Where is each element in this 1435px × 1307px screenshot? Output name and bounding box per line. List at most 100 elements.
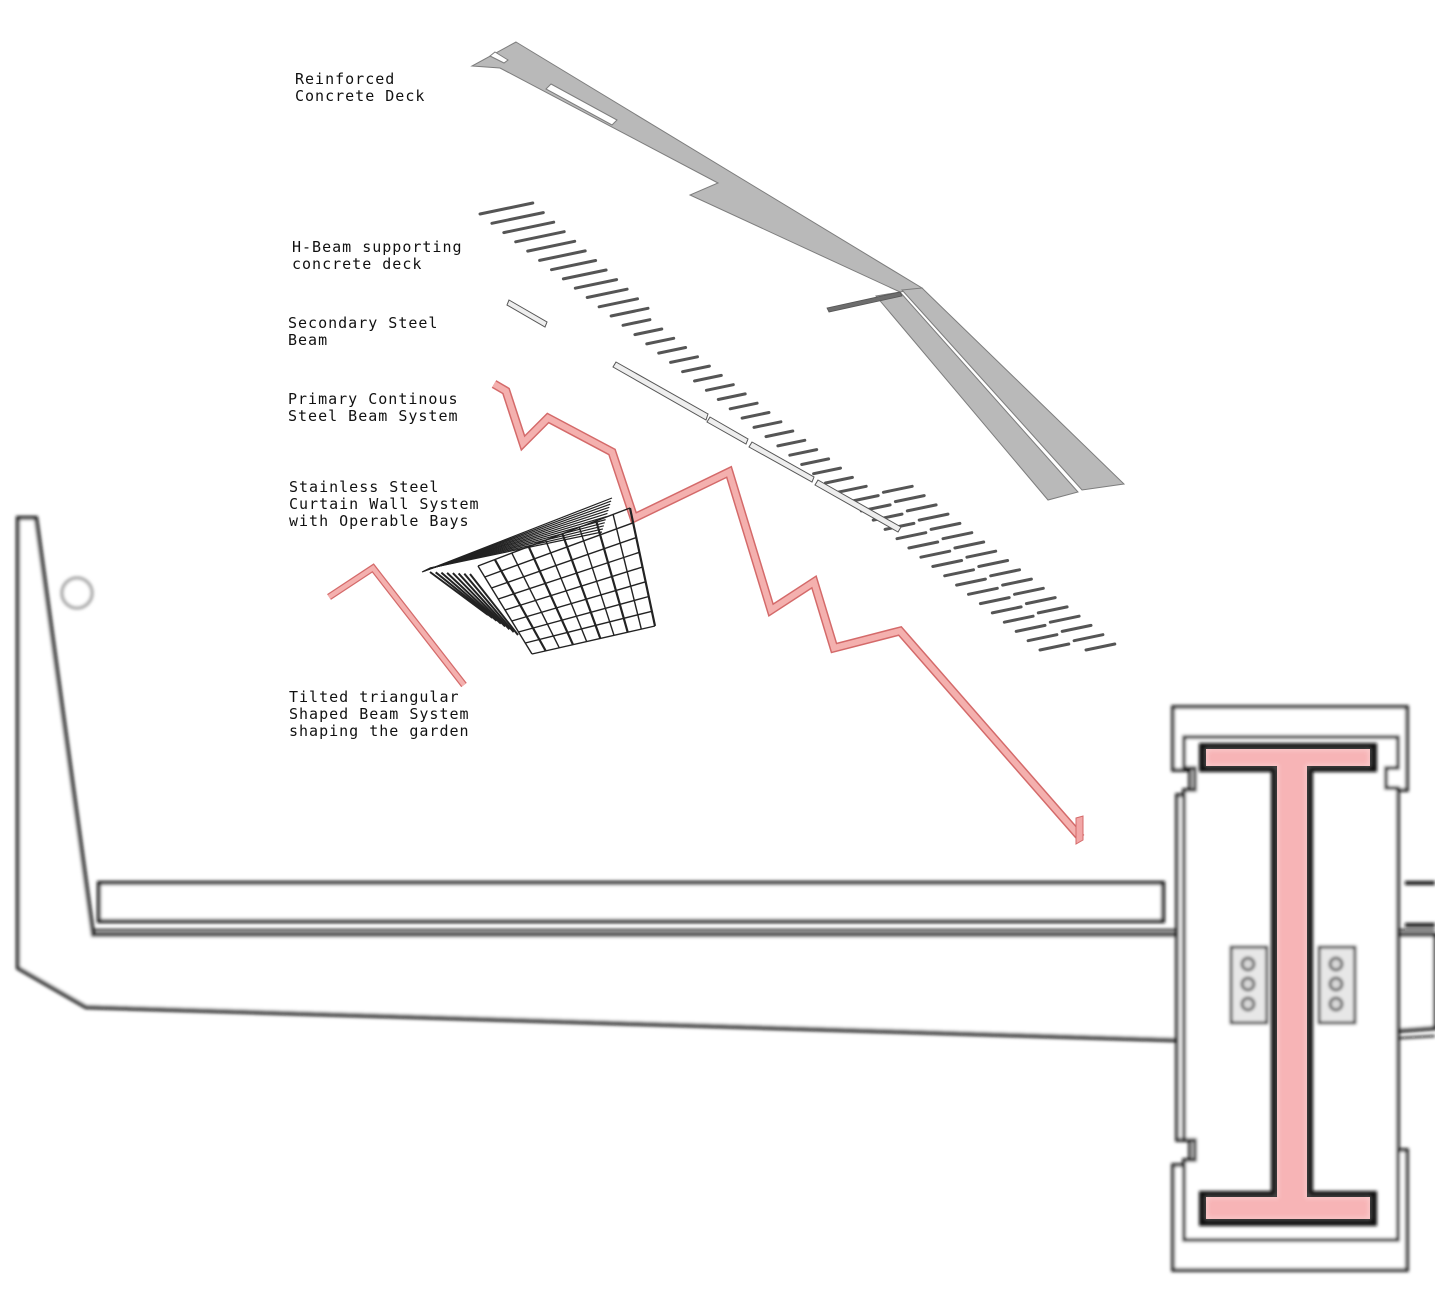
h-beam — [573, 278, 619, 290]
h-beam — [1026, 633, 1059, 643]
curtain-wall-member — [511, 581, 646, 622]
curtain-wall-system — [421, 497, 657, 655]
h-beam — [824, 475, 854, 485]
bolt — [1328, 976, 1344, 992]
primary-beam-zigzag — [491, 380, 1085, 841]
h-beam — [978, 596, 1011, 606]
primary-steel-beam — [491, 380, 1085, 845]
i-beam-highlight — [1205, 748, 1371, 1220]
h-beam — [776, 438, 807, 448]
bolt — [1328, 956, 1344, 972]
primary-beam-zigzag-fill — [492, 381, 1084, 840]
curtain-wall-member — [457, 572, 511, 630]
label-line: H-Beam supporting — [292, 238, 463, 256]
label-line: Primary Continous — [288, 390, 459, 408]
label-line: Tilted triangular — [289, 688, 460, 706]
curtain-wall-member — [531, 625, 656, 655]
h-beam — [597, 297, 639, 309]
h-beam — [669, 355, 699, 364]
h-beam — [1084, 642, 1117, 652]
curtain-wall-member — [446, 572, 502, 625]
bolt — [1240, 956, 1256, 972]
h-beam — [1002, 614, 1035, 624]
label-line: Steel Beam System — [288, 407, 459, 425]
concrete-deck — [470, 41, 1126, 501]
secondary-beam-seg-4 — [814, 479, 902, 533]
bolt — [1328, 996, 1344, 1012]
h-beam — [905, 503, 938, 513]
h-beam — [917, 512, 950, 522]
label-line: Stainless Steel — [289, 478, 440, 496]
h-beam — [989, 568, 1021, 578]
curtain-wall-member — [477, 507, 631, 567]
h-beam — [967, 586, 999, 596]
curtain-wall-member — [518, 595, 649, 633]
curtain-wall-member — [498, 551, 640, 600]
h-beam — [907, 540, 940, 550]
h-beam — [965, 549, 998, 559]
h-beam — [538, 249, 587, 262]
h-beam — [478, 201, 535, 216]
cantilever-inner-line — [34, 517, 95, 936]
secondary-beam-short — [506, 299, 548, 328]
h-beam — [704, 383, 735, 392]
h-beam — [514, 230, 566, 244]
h-beam — [764, 429, 795, 439]
concrete-deck-edge-beam — [826, 291, 903, 313]
h-beam — [1072, 633, 1105, 643]
curtain-wall-member — [435, 571, 493, 619]
h-beam — [1001, 577, 1033, 587]
h-beam — [716, 392, 747, 401]
label-line: shaping the garden — [289, 722, 470, 740]
h-beam — [526, 239, 577, 253]
i-beam-column-detail — [1171, 705, 1409, 1272]
h-beam — [1024, 596, 1057, 606]
bolt — [1240, 996, 1256, 1012]
h-beam — [977, 559, 1010, 568]
h-beam — [1013, 586, 1045, 596]
h-beam — [693, 373, 723, 383]
secondary-beam-seg-2 — [706, 416, 749, 445]
curtain-wall-member — [440, 571, 498, 622]
h-beam — [1014, 623, 1047, 633]
h-beam — [502, 220, 556, 235]
i-beam-body — [1206, 749, 1370, 1219]
h-beam — [1048, 614, 1081, 624]
h-beam — [990, 605, 1023, 615]
primary-beam-end-face — [1075, 815, 1084, 845]
h-beam-array — [478, 201, 1117, 652]
label-line: with Operable Bays — [289, 512, 470, 530]
secondary-beam-seg-1 — [612, 361, 709, 421]
h-beam — [728, 401, 759, 411]
label-line: Reinforced — [295, 70, 396, 88]
h-beam — [609, 306, 650, 318]
label-curtain-wall: Stainless Steel Curtain Wall System with… — [289, 479, 480, 530]
h-beam — [657, 346, 688, 355]
label-tilted-triangular-beam: Tilted triangular Shaped Beam System sha… — [289, 689, 470, 740]
h-beam — [621, 318, 652, 327]
curtain-wall-member — [491, 536, 637, 589]
curtain-wall-member — [429, 531, 603, 569]
label-line: Beam — [288, 331, 329, 349]
h-beam — [955, 577, 987, 587]
h-beam — [943, 568, 975, 578]
h-beam — [585, 287, 629, 299]
curtain-wall-member — [504, 566, 643, 611]
h-beam — [893, 494, 926, 504]
label-line: Shaped Beam System — [289, 705, 470, 723]
drain-circle — [60, 576, 94, 610]
curtain-wall-member — [484, 522, 634, 578]
h-beam — [752, 420, 783, 429]
concrete-deck-upper-slab — [470, 41, 924, 293]
label-line: Concrete Deck — [295, 87, 426, 105]
h-beam — [953, 540, 986, 550]
curtain-wall-member — [463, 573, 515, 633]
h-beam — [740, 411, 771, 420]
h-beam — [919, 549, 952, 559]
deck-top-rectangle — [97, 881, 1165, 923]
concrete-deck-lower-slab-left — [875, 291, 1079, 501]
label-line: Secondary Steel — [288, 314, 439, 332]
h-beam — [812, 466, 842, 476]
h-beam — [941, 531, 974, 541]
